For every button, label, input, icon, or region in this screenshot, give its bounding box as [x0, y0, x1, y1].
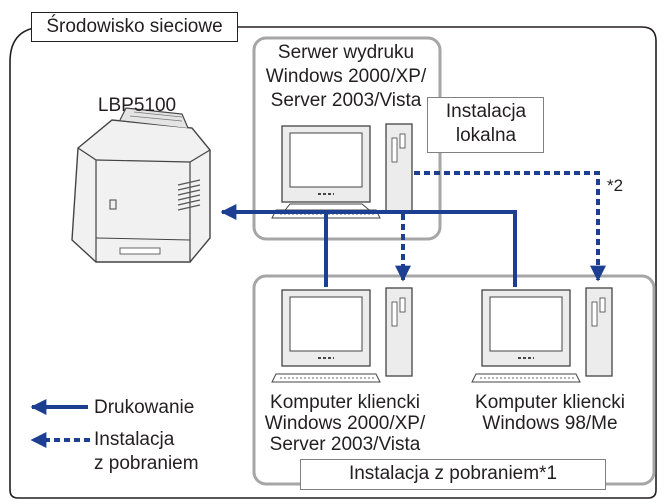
download-install-box [300, 459, 606, 490]
print-server-computer-icon [271, 123, 413, 219]
legend-download-line: Instalacja [94, 429, 175, 450]
print-server-label-line: Server 2003/Vista [270, 90, 422, 111]
download-connections [395, 171, 606, 282]
printer-icon [71, 107, 211, 263]
local-install-line: lokalna [455, 125, 517, 146]
print-server-label: Serwer wydruku Windows 2000/XP/ Server 2… [258, 41, 434, 113]
legend [30, 399, 90, 448]
legend-printing-label: Drukowanie [94, 397, 195, 418]
download-install-label: Instalacja z pobraniem*1 [348, 463, 558, 484]
local-install-line: Instalacja [445, 101, 527, 122]
environment-label-box [31, 12, 238, 42]
client-right-computer-icon [471, 287, 613, 383]
client-left-label-line: Server 2003/Vista [269, 434, 421, 455]
environment-frame [9, 26, 657, 499]
legend-download-label: Instalacja z pobraniem [94, 428, 199, 476]
environment-label: Środowisko sieciowe [46, 16, 223, 37]
local-install-box [427, 97, 544, 153]
local-install-label: Instalacja lokalna [428, 100, 544, 148]
printing-connections [220, 204, 517, 287]
legend-download-line: z pobraniem [94, 453, 199, 474]
client-right-label: Komputer kliencki Windows 98/Me [452, 392, 648, 434]
client-right-label-line: Komputer kliencki [475, 392, 625, 413]
client-right-label-line: Windows 98/Me [482, 413, 618, 434]
client-left-label-line: Windows 2000/XP/ [264, 413, 426, 434]
footnote-marker: *2 [606, 176, 624, 195]
client-left-label: Komputer kliencki Windows 2000/XP/ Serve… [250, 392, 440, 455]
printer-name: LBP5100 [97, 95, 177, 116]
print-server-label-line: Windows 2000/XP/ [265, 66, 427, 87]
client-left-label-line: Komputer kliencki [270, 392, 420, 413]
client-left-computer-icon [271, 287, 413, 383]
print-server-label-line: Serwer wydruku [277, 42, 415, 63]
